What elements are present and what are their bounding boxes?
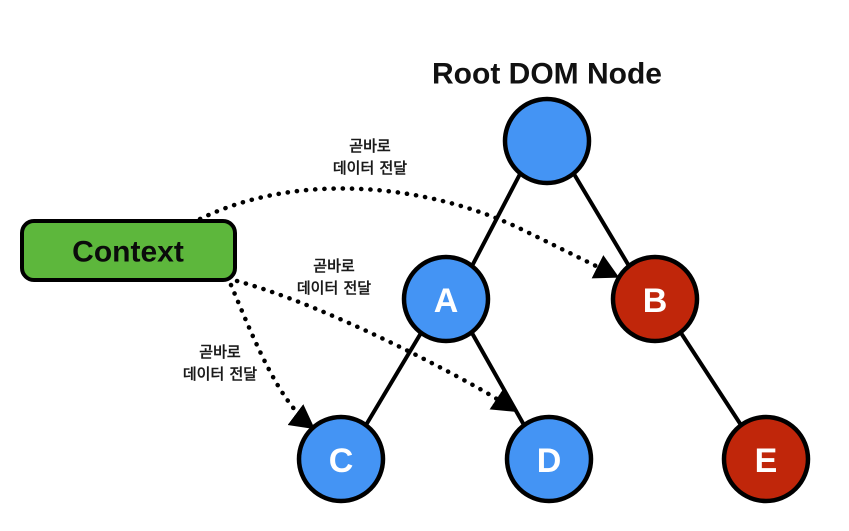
node-c-label: C: [329, 442, 354, 480]
node-root[interactable]: [502, 96, 592, 186]
context-box-shape[interactable]: [20, 219, 237, 282]
node-e-circle[interactable]: [721, 414, 811, 504]
node-b-circle[interactable]: [610, 254, 700, 344]
context-edge-to-c: [228, 282, 315, 430]
context-edge-to-d: [234, 278, 517, 413]
edge-label-to-c: 곧바로 데이터 전달: [183, 343, 257, 383]
node-a-label: A: [434, 282, 459, 320]
node-d[interactable]: D: [504, 414, 594, 504]
edge-label-to-b: 곧바로 데이터 전달: [333, 137, 407, 177]
tree-edge-A-D: [470, 331, 526, 427]
edge-label-to-c-line1: 곧바로: [199, 343, 241, 361]
node-root-circle[interactable]: [502, 96, 592, 186]
page-title: Root DOM Node: [432, 58, 662, 91]
node-c[interactable]: C: [296, 414, 386, 504]
edge-label-to-d-line1: 곧바로: [313, 257, 355, 275]
tree-edge-root-B: [572, 172, 631, 268]
node-d-circle[interactable]: [504, 414, 594, 504]
edge-label-to-d-line2: 데이터 전달: [297, 279, 371, 297]
context-edges-group: [197, 186, 620, 430]
context-edge-to-b: [197, 186, 620, 279]
tree-edge-A-C: [364, 331, 423, 427]
edge-label-to-c-line2: 데이터 전달: [183, 365, 257, 383]
node-d-label: D: [537, 442, 562, 480]
edge-label-to-b-line2: 데이터 전달: [333, 159, 407, 177]
node-a[interactable]: A: [401, 254, 491, 344]
node-b-label: B: [643, 282, 668, 320]
edge-label-to-b-line1: 곧바로: [349, 137, 391, 155]
tree-edge-B-E: [679, 331, 743, 427]
node-e[interactable]: E: [721, 414, 811, 504]
edge-label-to-d: 곧바로 데이터 전달: [297, 257, 371, 297]
node-b[interactable]: B: [610, 254, 700, 344]
node-e-label: E: [755, 442, 778, 480]
node-c-circle[interactable]: [296, 414, 386, 504]
context-box[interactable]: Context: [20, 219, 237, 282]
context-box-label: Context: [72, 236, 184, 269]
node-a-circle[interactable]: [401, 254, 491, 344]
